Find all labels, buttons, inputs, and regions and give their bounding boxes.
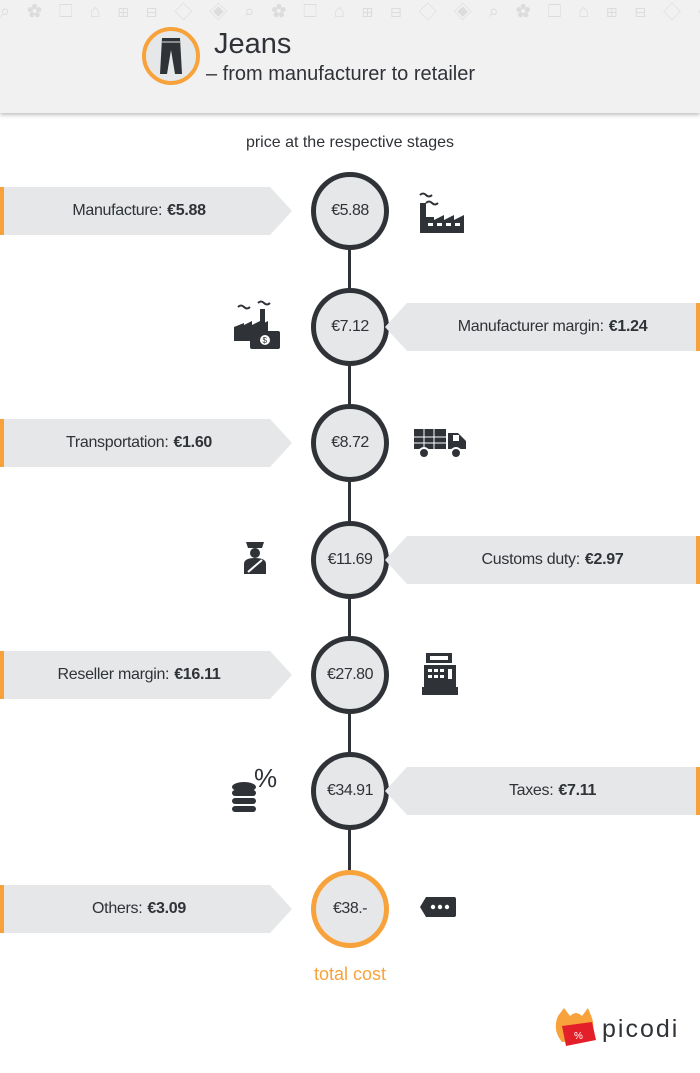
stage-label: Manufacture: xyxy=(72,202,163,219)
coins-percent-icon: % xyxy=(228,761,284,817)
stage-banner: Transportation:€1.60 xyxy=(0,419,292,467)
more-tag-icon xyxy=(412,879,468,935)
factory-money-icon: $ xyxy=(228,297,284,353)
header: ⌕ ✿ ☐ ⌂ ⊞ ⊟ ◇ ◈ ⌕ ✿ ☐ ⌂ ⊞ ⊟ ◇ ◈ ⌕ ✿ ☐ ⌂ … xyxy=(0,0,700,113)
caption: price at the respective stages xyxy=(245,134,455,151)
svg-text:$: $ xyxy=(263,336,268,345)
stage-price-circle: €5.88 xyxy=(311,172,389,250)
stage-value: €3.09 xyxy=(147,900,186,917)
stage-value: €16.11 xyxy=(174,666,221,683)
total-price-circle: €38.- xyxy=(311,870,389,948)
stage-banner: Reseller margin:€16.11 xyxy=(0,651,292,699)
stage-price-circle: €34.91 xyxy=(311,752,389,830)
stage-price-circle: €27.80 xyxy=(311,636,389,714)
page-title: Jeans xyxy=(214,28,292,60)
stage-banner: Taxes:€7.11 xyxy=(385,767,700,815)
picodi-logo: % picodi xyxy=(552,1006,679,1052)
stage-price-circle: €11.69 xyxy=(311,521,389,599)
jeans-icon-circle xyxy=(142,27,200,85)
svg-text:%: % xyxy=(254,763,277,793)
stage-label: Others: xyxy=(92,900,143,917)
stage-label: Transportation: xyxy=(65,434,169,451)
stage-value: €1.60 xyxy=(173,434,213,451)
svg-text:%: % xyxy=(574,1031,583,1042)
jeans-icon xyxy=(160,38,182,74)
background-pattern: ⌕ ✿ ☐ ⌂ ⊞ ⊟ ◇ ◈ ⌕ ✿ ☐ ⌂ ⊞ ⊟ ◇ ◈ ⌕ ✿ ☐ ⌂ … xyxy=(0,1,700,21)
customs-officer-icon xyxy=(228,530,284,586)
page-subtitle: – from manufacturer to retailer xyxy=(206,63,475,85)
stage-value: €1.24 xyxy=(608,318,648,335)
total-cost-label: total cost xyxy=(313,964,387,984)
fox-logo-icon: % xyxy=(555,1008,596,1046)
cash-register-icon xyxy=(412,645,468,701)
stage-banner: Manufacturer margin:€1.24 xyxy=(385,303,700,351)
stage-value: €2.97 xyxy=(584,551,624,568)
stage-banner: Others:€3.09 xyxy=(0,885,292,933)
stage-banner: Customs duty:€2.97 xyxy=(385,536,700,584)
stage-label: Customs duty: xyxy=(481,551,581,568)
stage-label: Manufacturer margin: xyxy=(457,318,604,335)
truck-icon xyxy=(412,413,468,469)
stage-price-circle: €8.72 xyxy=(311,404,389,482)
stage-value: €7.11 xyxy=(558,782,597,799)
logo-text: picodi xyxy=(602,1014,680,1043)
stage-label: Reseller margin: xyxy=(57,666,170,683)
stage-label: Taxes: xyxy=(508,782,554,799)
stage-value: €5.88 xyxy=(167,202,206,219)
stage-price-circle: €7.12 xyxy=(311,288,389,366)
stage-banner: Manufacture:€5.88 xyxy=(0,187,292,235)
factory-icon xyxy=(412,181,468,237)
